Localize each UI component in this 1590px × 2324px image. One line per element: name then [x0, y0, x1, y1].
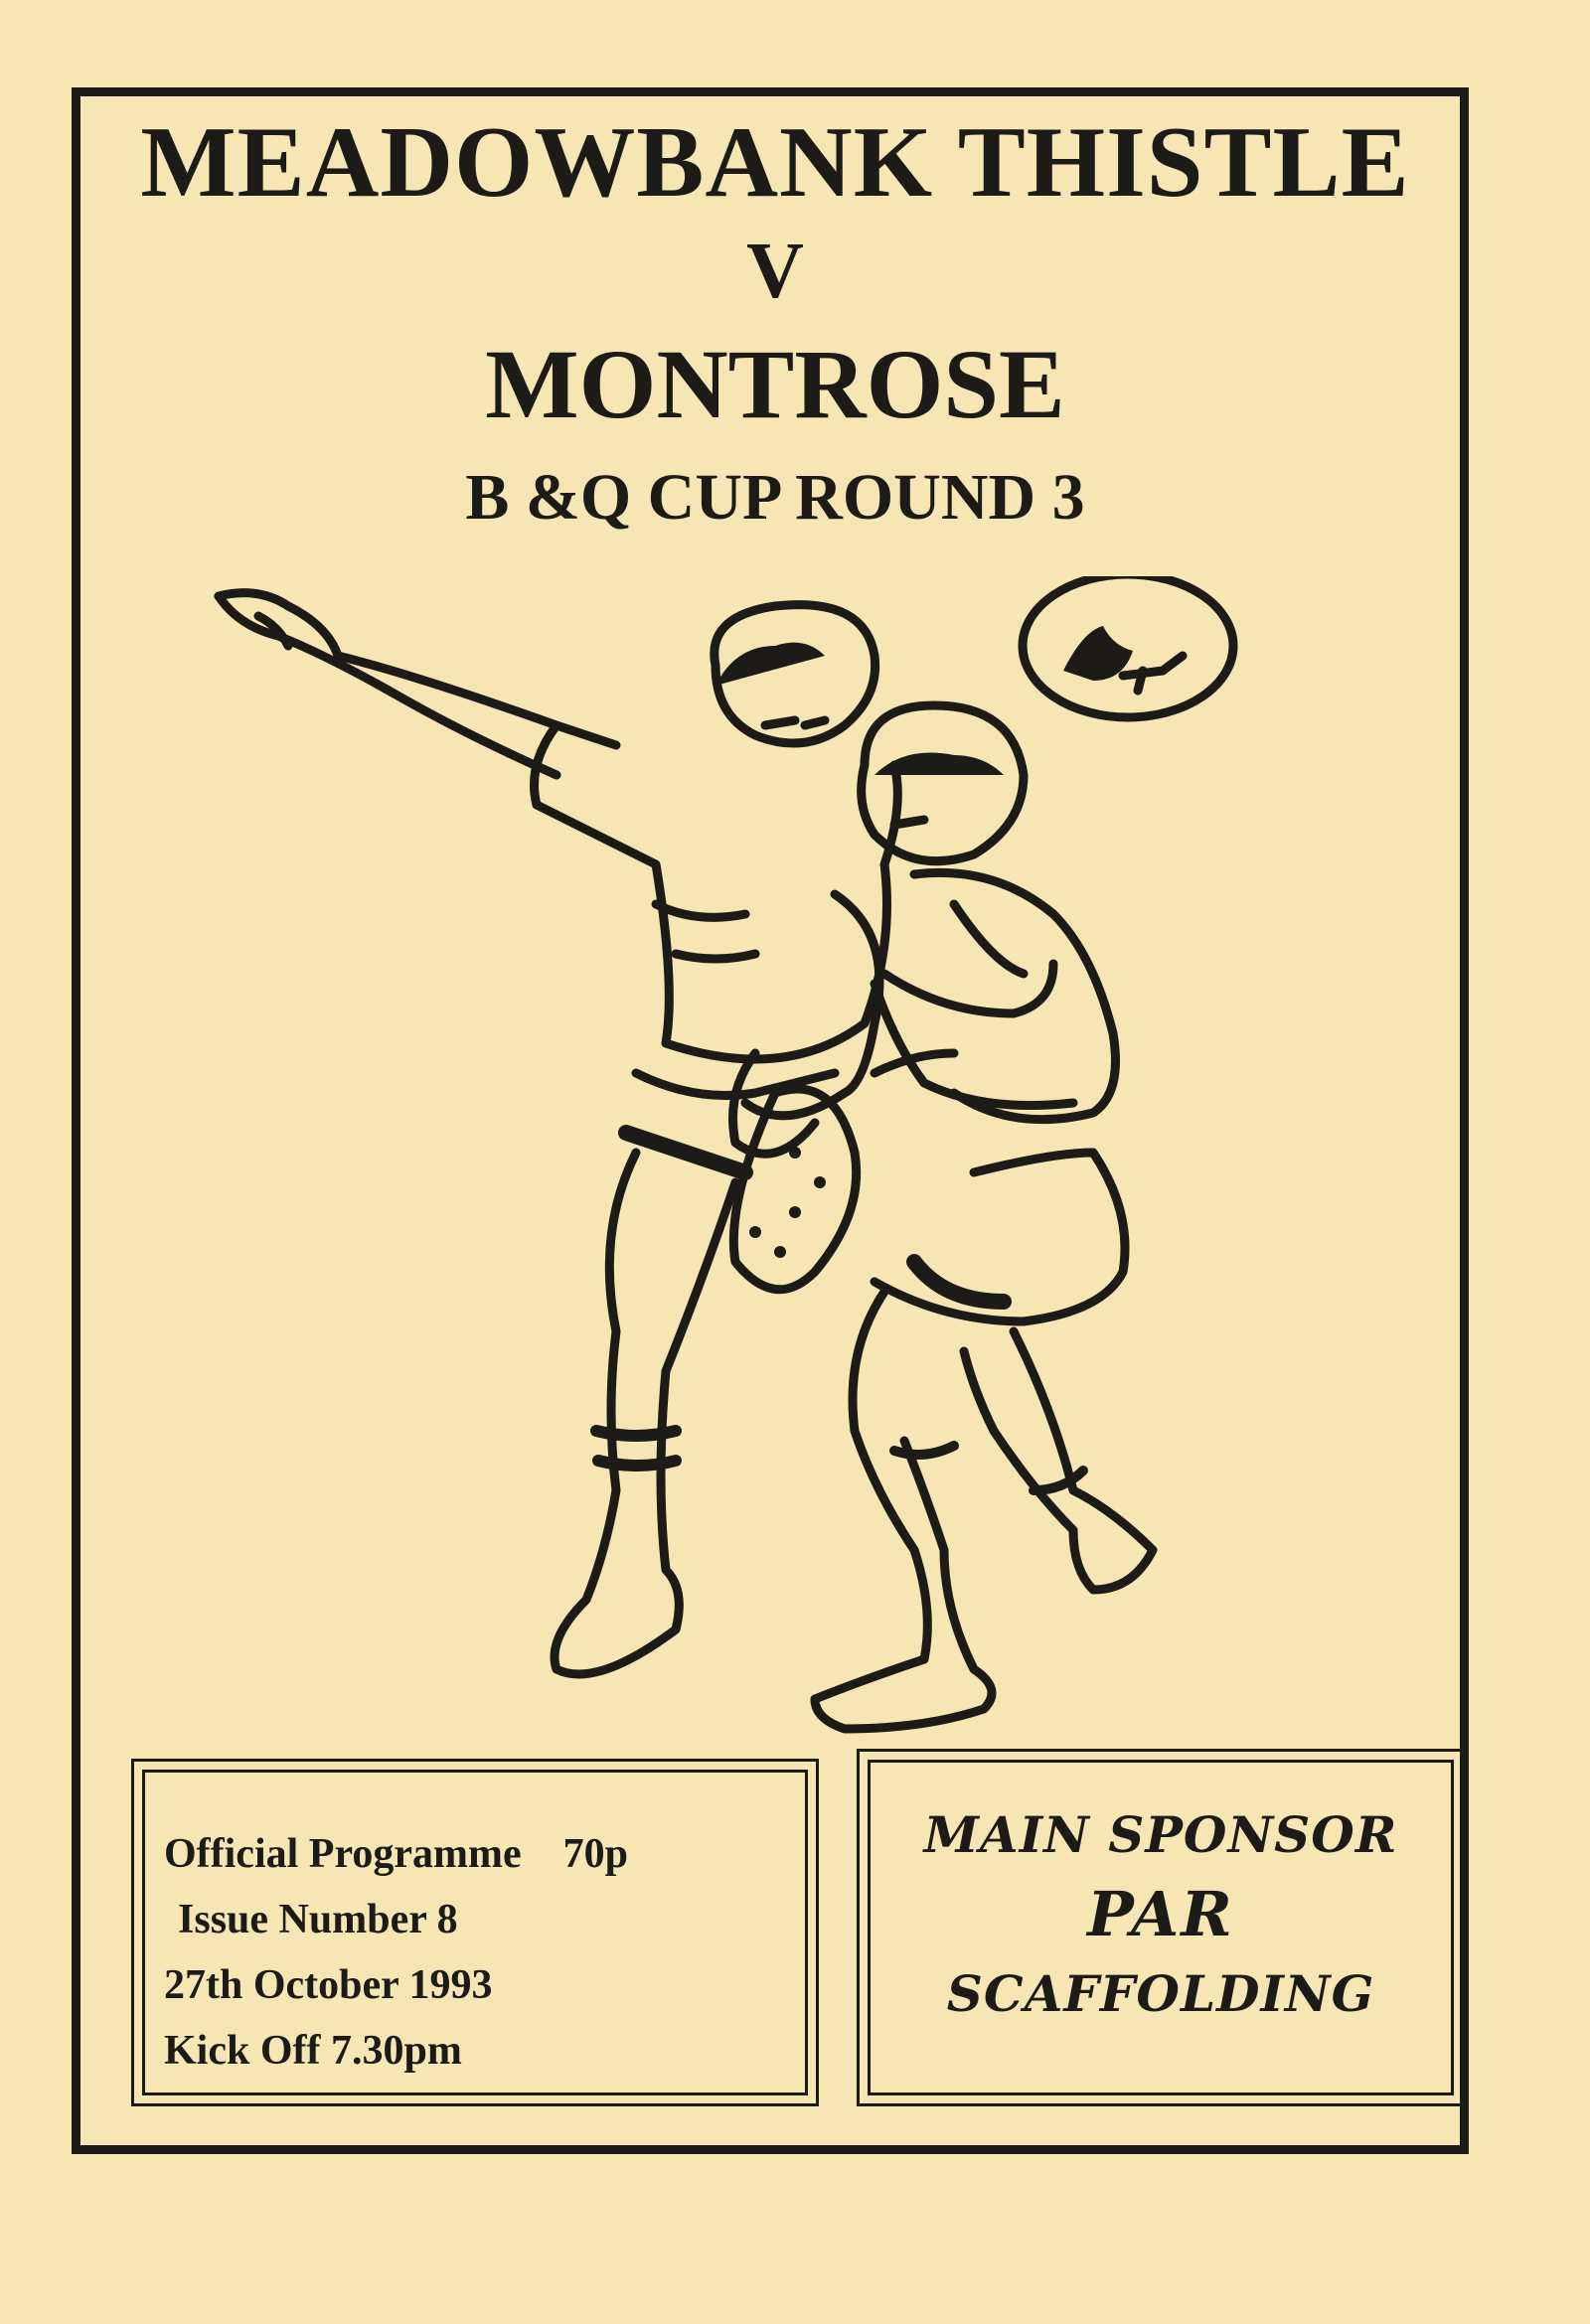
sponsor-box: MAIN SPONSOR PAR SCAFFOLDING	[857, 1749, 1465, 2106]
issue-number: Issue Number 8	[178, 1897, 458, 1942]
competition-title: B &Q CUP ROUND 3	[465, 461, 1085, 534]
ball-icon	[1018, 576, 1238, 722]
programme-info-box: Official Programme 70p Issue Number 8 27…	[131, 1759, 819, 2106]
programme-title-line: Official Programme 70p	[164, 1821, 628, 1887]
sponsor-inner-border	[868, 1760, 1454, 2095]
sponsor-label: MAIN SPONSOR	[923, 1805, 1398, 1864]
footballers-illustration	[214, 576, 1238, 1734]
sponsor-name: PAR	[1087, 1878, 1234, 1950]
programme-price: 70p	[562, 1831, 628, 1877]
cover-frame	[72, 87, 1469, 2154]
programme-info-text: Official Programme 70p Issue Number 8 27…	[164, 1821, 628, 2084]
title-block: MEADOWBANK THISTLE V MONTROSE B &Q CUP R…	[80, 104, 1471, 547]
versus-text: V	[746, 228, 804, 315]
kick-off-time: Kick Off 7.30pm	[164, 2028, 462, 2074]
programme-info-inner-border	[142, 1770, 808, 2095]
programme-label: Official Programme	[164, 1831, 522, 1877]
match-date: 27th October 1993	[164, 1962, 493, 2008]
home-team-title: MEADOWBANK THISTLE	[140, 106, 1410, 219]
player-one	[214, 588, 902, 1679]
player-two	[810, 700, 1158, 1734]
sponsor-subtitle: SCAFFOLDING	[946, 1964, 1375, 2023]
away-team-title: MONTROSE	[485, 329, 1065, 439]
sponsor-text: MAIN SPONSOR PAR SCAFFOLDING	[860, 1795, 1462, 2034]
